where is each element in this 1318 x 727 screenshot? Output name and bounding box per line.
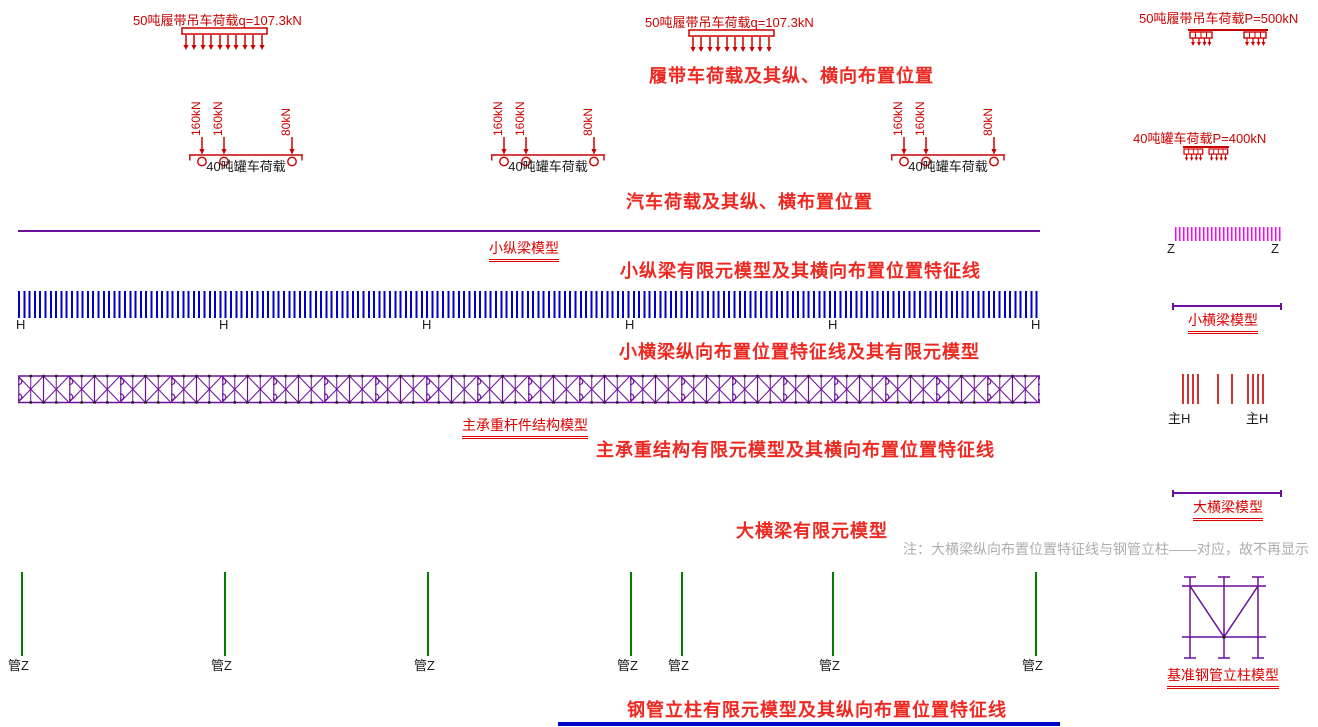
distributed-load-diagram-left bbox=[181, 27, 268, 51]
h-marker: H bbox=[219, 317, 229, 332]
h-marker: H bbox=[16, 317, 26, 332]
axle-load-label: 160kN bbox=[513, 101, 527, 136]
h-marker: H bbox=[1031, 317, 1041, 332]
h-marker: H bbox=[828, 317, 838, 332]
axle-load-diagram bbox=[891, 136, 1005, 167]
section-title-crawler: 履带车荷载及其纵、横向布置位置 bbox=[649, 66, 934, 86]
axle-load-label: 80kN bbox=[981, 107, 995, 136]
pipe-z-marker: 管Z bbox=[211, 658, 232, 673]
pipe-column-line bbox=[21, 572, 23, 656]
blue-hatch-band bbox=[18, 291, 1040, 318]
axle-load-label: 160kN bbox=[211, 101, 225, 136]
section-title-big-transverse: 大横梁有限元模型 bbox=[736, 521, 888, 541]
axle-load-label: 160kN bbox=[491, 101, 505, 136]
pipe-z-marker: 管Z bbox=[8, 658, 29, 673]
small-longitudinal-beam-line bbox=[18, 230, 1040, 232]
h-marker: H bbox=[625, 317, 635, 332]
section-title-small-transverse: 小横梁纵向布置位置特征线及其有限元模型 bbox=[619, 342, 980, 362]
section-title-small-longitudinal: 小纵梁有限元模型及其横向布置位置特征线 bbox=[620, 261, 981, 281]
big-transverse-beam-line bbox=[1172, 490, 1282, 497]
pipe-column-line bbox=[1035, 572, 1037, 656]
main-h-marker: 主H bbox=[1168, 411, 1191, 426]
pipe-z-marker: 管Z bbox=[617, 658, 638, 673]
main-h-marker: 主H bbox=[1246, 411, 1269, 426]
magenta-hatch-band bbox=[1175, 227, 1281, 241]
tanker-load-label: 40吨罐车荷载 bbox=[508, 159, 588, 174]
axle-load-label: 80kN bbox=[581, 107, 595, 136]
model-label-big-transverse: 大横梁模型 bbox=[1193, 497, 1263, 521]
axle-load-diagram bbox=[491, 136, 605, 167]
main-truss-diagram bbox=[18, 373, 1040, 406]
model-label-base-pipe-column: 基准钢管立柱模型 bbox=[1167, 665, 1279, 689]
axle-load-diagram bbox=[189, 136, 303, 167]
bottom-feature-line bbox=[558, 722, 1060, 726]
pipe-z-marker: 管Z bbox=[668, 658, 689, 673]
crawler-crane-q-label-left: 50吨履带吊车荷载q=107.3kN bbox=[133, 13, 302, 28]
base-pipe-column-frame bbox=[1182, 576, 1266, 659]
model-label-small-transverse: 小横梁模型 bbox=[1188, 310, 1258, 334]
pipe-z-marker: 管Z bbox=[414, 658, 435, 673]
small-transverse-beam-line bbox=[1172, 303, 1282, 310]
axle-load-label: 160kN bbox=[913, 101, 927, 136]
pipe-column-line bbox=[832, 572, 834, 656]
section-title-vehicle: 汽车荷载及其纵、横布置位置 bbox=[626, 192, 873, 212]
main-h-tick-marks bbox=[1182, 374, 1264, 404]
truck-load-group-3: 160kN 160kN 80kN 40吨罐车荷载 bbox=[890, 90, 1006, 174]
pipe-z-marker: 管Z bbox=[819, 658, 840, 673]
pipe-column-line bbox=[427, 572, 429, 656]
tanker-twin-pad-diagram bbox=[1183, 146, 1229, 165]
pipe-z-marker: 管Z bbox=[1022, 658, 1043, 673]
z-marker: Z bbox=[1271, 241, 1279, 256]
z-marker: Z bbox=[1167, 241, 1175, 256]
pipe-column-line bbox=[224, 572, 226, 656]
truck-load-group-2: 160kN 160kN 80kN 40吨罐车荷载 bbox=[490, 90, 606, 174]
crawler-crane-p-label: 50吨履带吊车荷载P=500kN bbox=[1139, 11, 1299, 26]
note-text: 注：大横梁纵向布置位置特征线与钢管立柱——对应，故不再显示 bbox=[903, 541, 1309, 557]
axle-load-label: 160kN bbox=[189, 101, 203, 136]
twin-pad-load-diagram bbox=[1188, 29, 1268, 52]
axle-load-label: 160kN bbox=[891, 101, 905, 136]
tanker-p-label: 40吨罐车荷载P=400kN bbox=[1133, 131, 1267, 146]
section-title-pipe-column: 钢管立柱有限元模型及其纵向布置位置特征线 bbox=[627, 700, 1007, 720]
distributed-load-diagram-mid bbox=[688, 29, 775, 53]
tanker-load-label: 40吨罐车荷载 bbox=[908, 159, 988, 174]
truck-load-group-1: 160kN 160kN 80kN 40吨罐车荷载 bbox=[188, 90, 304, 174]
crawler-crane-q-label-mid: 50吨履带吊车荷载q=107.3kN bbox=[645, 15, 814, 30]
h-marker: H bbox=[422, 317, 432, 332]
model-label-small-longitudinal: 小纵梁模型 bbox=[489, 238, 559, 262]
axle-load-label: 80kN bbox=[279, 107, 293, 136]
section-title-main-bearing: 主承重结构有限元模型及其横向布置位置特征线 bbox=[596, 440, 995, 460]
tanker-load-label: 40吨罐车荷载 bbox=[206, 159, 286, 174]
pipe-column-line bbox=[681, 572, 683, 656]
model-label-main-truss: 主承重杆件结构模型 bbox=[462, 415, 588, 439]
pipe-column-line bbox=[630, 572, 632, 656]
